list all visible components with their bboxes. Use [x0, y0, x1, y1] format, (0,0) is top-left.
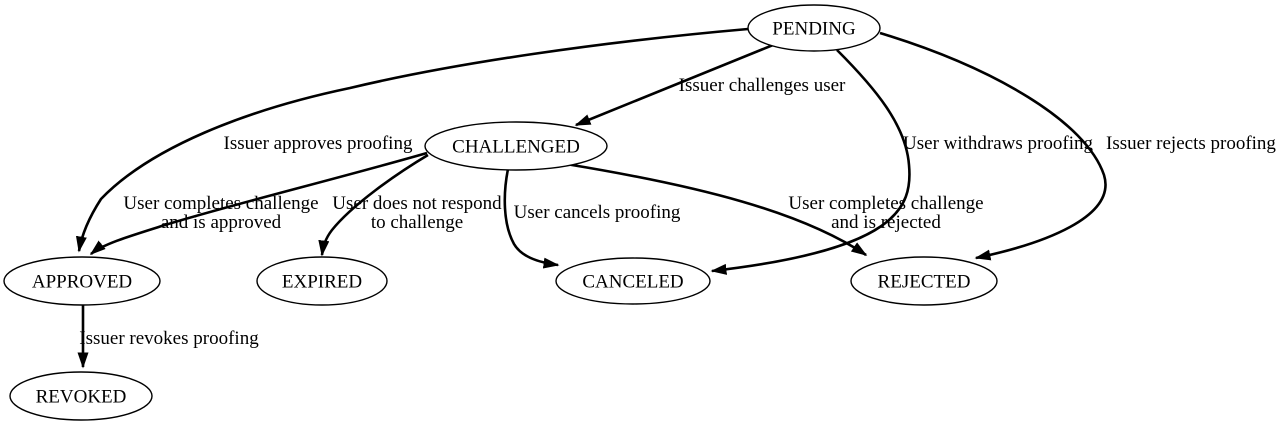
- edge-label-challenged-to-approved-line2: and is approved: [161, 212, 282, 233]
- edge-label-challenged-to-approved-line1: User completes challenge: [123, 193, 318, 214]
- node-label-approved: APPROVED: [32, 272, 132, 293]
- node-canceled: CANCELED: [555, 257, 711, 305]
- edge-pending-to-challenged: Issuer challenges user: [574, 43, 846, 127]
- node-expired: EXPIRED: [256, 256, 388, 306]
- node-rejected: REJECTED: [850, 256, 998, 306]
- node-label-canceled: CANCELED: [582, 272, 683, 293]
- edge-path-pending-to-rejected: [879, 31, 1107, 261]
- node-revoked: REVOKED: [9, 371, 153, 421]
- edge-label-challenged-to-expired-line1: User does not respond: [332, 193, 502, 214]
- node-approved: APPROVED: [3, 256, 161, 306]
- node-challenged: CHALLENGED: [424, 121, 608, 171]
- edge-path-pending-to-approved: [75, 27, 749, 253]
- node-ellipse-canceled: [555, 257, 711, 305]
- edge-label-challenged-to-rejected-line1: User completes challenge: [788, 193, 983, 214]
- edge-label-challenged-to-expired-line2: to challenge: [371, 212, 463, 233]
- node-label-revoked: REVOKED: [36, 387, 127, 408]
- node-label-pending: PENDING: [772, 19, 856, 40]
- node-label-rejected: REJECTED: [878, 272, 971, 293]
- node-ellipse-rejected: [850, 256, 998, 306]
- edge-path-challenged-to-canceled: [503, 168, 560, 269]
- node-ellipse-challenged: [424, 121, 608, 171]
- edge-path-pending-to-canceled: [710, 49, 911, 275]
- edge-label-pending-to-rejected: Issuer rejects proofing: [1106, 133, 1276, 154]
- edge-pending-to-canceled: User withdraws proofing: [710, 49, 1093, 275]
- edge-label-pending-to-approved: Issuer approves proofing: [224, 133, 413, 154]
- node-pending: PENDING: [747, 4, 881, 52]
- edge-label-challenged-to-rejected-line2: and is rejected: [831, 212, 941, 233]
- edge-label-pending-to-canceled: User withdraws proofing: [903, 133, 1093, 154]
- node-label-challenged: CHALLENGED: [452, 137, 580, 158]
- edge-path-challenged-to-approved: [89, 151, 428, 256]
- edge-path-challenged-to-rejected: [565, 162, 868, 257]
- node-ellipse-approved: [3, 256, 161, 306]
- edge-label-pending-to-challenged: Issuer challenges user: [679, 75, 846, 96]
- edge-pending-to-rejected: Issuer rejects proofing: [879, 31, 1276, 261]
- node-ellipse-pending: [747, 4, 881, 52]
- edge-label-challenged-to-canceled: User cancels proofing: [514, 202, 681, 223]
- node-ellipse-revoked: [9, 371, 153, 421]
- edge-challenged-to-canceled: User cancels proofing: [503, 168, 681, 269]
- node-ellipse-expired: [256, 256, 388, 306]
- edge-pending-to-approved: Issuer approves proofing: [75, 27, 749, 253]
- edge-path-pending-to-challenged: [574, 43, 774, 127]
- edge-label-approved-to-revoked: Issuer revokes proofing: [79, 328, 259, 349]
- edge-path-challenged-to-expired: [318, 153, 429, 257]
- node-label-expired: EXPIRED: [282, 272, 362, 293]
- edge-approved-to-revoked: Issuer revokes proofing: [77, 305, 259, 369]
